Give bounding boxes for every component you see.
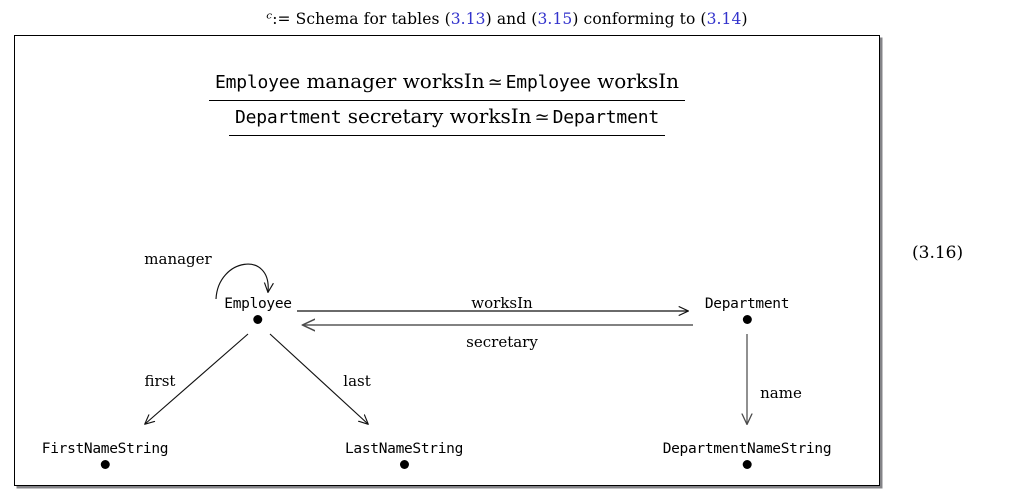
graph-node-employee-label: Employee [224, 296, 292, 312]
caption-prefix: := Schema for tables [272, 10, 445, 28]
graph-node-department-name-string[interactable]: DepartmentNameString [663, 441, 832, 469]
graph-node-department-dot [742, 315, 752, 324]
edge-label-name: name [760, 384, 802, 402]
equation-2-left-object: Department [235, 107, 342, 128]
graph-node-last-name-string[interactable]: LastNameString [345, 441, 463, 469]
edge-label-secretary: secretary [466, 333, 538, 351]
caption-schema-symbol: ᶜ [266, 9, 273, 28]
equation-1-right-object: Employee [505, 72, 591, 93]
equation-row-2: Department secretary worksIn≃Department [15, 101, 879, 136]
graph-node-department[interactable]: Department [705, 296, 789, 324]
equation-2-relation: ≃ [534, 107, 550, 128]
graph-node-last-name-string-dot [399, 460, 409, 469]
equation-2-right-object: Department [552, 107, 660, 128]
equation-2-left-arrows: secretary worksIn [347, 104, 532, 128]
edge-last-arrow [269, 333, 368, 424]
edge-label-works-in: worksIn [471, 294, 533, 312]
edge-manager-arrow [215, 263, 268, 300]
caption-ref-3-15[interactable]: 3.15 [537, 10, 573, 28]
graph-node-employee[interactable]: Employee [224, 296, 292, 324]
graph-node-employee-dot [253, 315, 263, 324]
path-equations-block: Employee manager worksIn≃Employee worksI… [15, 66, 879, 136]
graph-node-last-name-string-label: LastNameString [344, 441, 464, 457]
graph-node-department-name-string-label: DepartmentNameString [662, 441, 832, 457]
graph-node-department-name-string-dot [742, 460, 752, 469]
equation-row-1: Employee manager worksIn≃Employee worksI… [15, 66, 879, 101]
department-path-equation: Department secretary worksIn≃Department [229, 102, 665, 136]
caption-mid-2: conforming to [578, 10, 701, 28]
graph-node-first-name-string-label: FirstNameString [41, 441, 169, 457]
graph-node-first-name-string-dot [100, 460, 110, 469]
graph-node-department-label: Department [704, 296, 790, 312]
figure-caption: ᶜ:= Schema for tables (3.13) and (3.15) … [266, 9, 748, 28]
edge-label-last: last [343, 372, 371, 390]
edge-label-first: first [144, 372, 176, 390]
caption-ref-3-14[interactable]: 3.14 [706, 10, 742, 28]
equation-1-left-object: Employee [214, 72, 301, 93]
equation-number: (3.16) [912, 243, 964, 263]
figure-frame: Employee manager worksIn≃Employee worksI… [14, 35, 880, 486]
equation-1-relation: ≃ [487, 72, 503, 93]
caption-ref-3-13[interactable]: 3.13 [450, 10, 486, 28]
graph-node-first-name-string[interactable]: FirstNameString [41, 441, 169, 469]
equation-1-left-arrows: manager worksIn [306, 69, 485, 93]
equation-1-right-arrows: worksIn [597, 69, 680, 93]
edge-label-manager: manager [144, 250, 212, 268]
caption-mid-1: and [491, 10, 532, 28]
employee-path-equation: Employee manager worksIn≃Employee worksI… [208, 67, 686, 101]
edge-first-arrow [145, 333, 249, 424]
